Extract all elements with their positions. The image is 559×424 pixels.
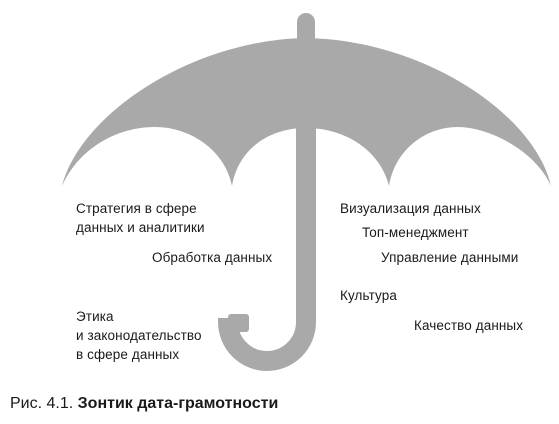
label-strategy-line-2: данных и аналитики — [76, 220, 205, 235]
umbrella-hook-end — [228, 314, 249, 332]
label-data-quality: Качество данных — [414, 318, 524, 333]
umbrella-canopy — [62, 38, 551, 186]
caption-title: Зонтик дата-грамотности — [77, 395, 279, 412]
label-processing: Обработка данных — [152, 250, 273, 265]
label-top-management: Топ-менеджмент — [362, 225, 469, 240]
label-ethics-line-2: и законодательство — [76, 328, 202, 343]
label-ethics-line-3: в сфере данных — [76, 347, 180, 362]
label-data-management: Управление данными — [381, 250, 519, 265]
figure-caption: Рис. 4.1. Зонтик дата-грамотности — [10, 394, 278, 414]
label-strategy: Стратегия в сфере данных и аналитики — [76, 199, 205, 237]
label-culture: Культура — [340, 288, 397, 303]
label-visualization: Визуализация данных — [340, 201, 481, 216]
label-ethics: Этика и законодательство в сфере данных — [76, 307, 202, 364]
caption-number: Рис. 4.1. — [10, 395, 74, 412]
label-ethics-line-1: Этика — [76, 309, 114, 324]
label-strategy-line-1: Стратегия в сфере — [76, 201, 197, 216]
umbrella-handle — [218, 128, 316, 371]
